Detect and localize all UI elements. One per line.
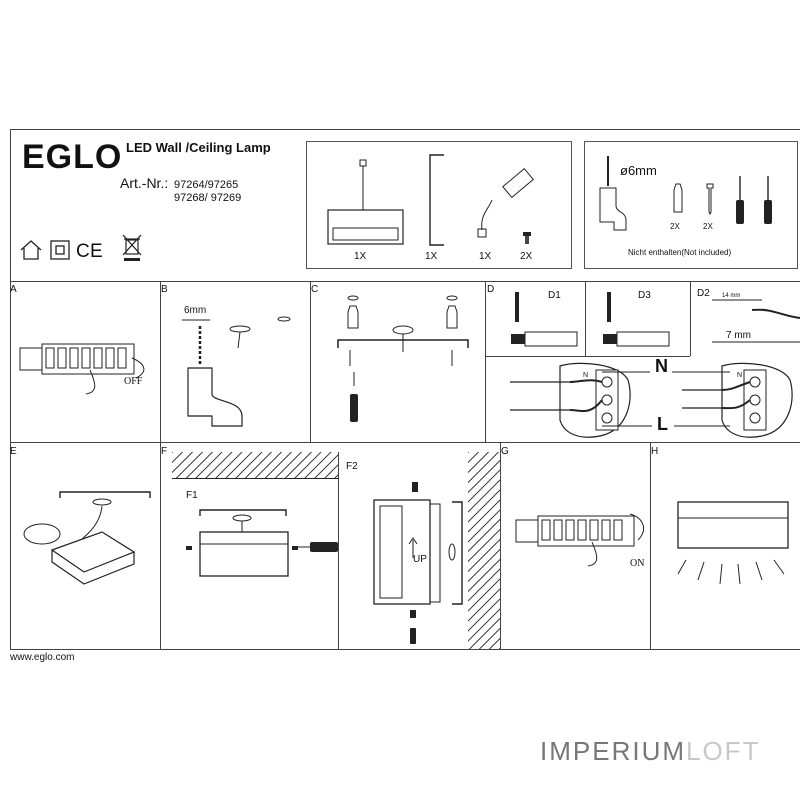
- flat-screwdriver-icon: [736, 176, 744, 224]
- watermark: IMPERIUMLOFT: [540, 736, 760, 767]
- wall-plug-icon: [673, 183, 683, 213]
- step-b-label: B: [161, 284, 168, 295]
- screw-icon: [523, 232, 531, 244]
- step-a-label: A: [10, 284, 17, 295]
- driver-connect-d3-icon: [603, 292, 670, 347]
- driver-icon: [477, 168, 534, 238]
- strip-length-7: 7 mm: [726, 330, 751, 341]
- divider-gh: [650, 442, 651, 649]
- terminal-n-left: N: [583, 372, 589, 379]
- step-f1-label: F1: [186, 490, 198, 501]
- terminal-block-left-icon: [510, 362, 631, 438]
- step-c-label: C: [311, 284, 319, 295]
- step-d-label: D: [487, 284, 495, 295]
- divider-fg: [500, 442, 501, 649]
- label-l: L: [657, 414, 668, 434]
- d-sub-divider-h: [485, 356, 690, 357]
- step-d2-label: D2: [697, 288, 710, 299]
- top-border: [10, 129, 800, 130]
- dowel-qty: 2X: [670, 222, 680, 231]
- step-e-label: E: [10, 446, 17, 457]
- art-label: Art.-Nr.:: [120, 175, 169, 191]
- art-numbers-line1: 97264/97265: [174, 179, 239, 191]
- product-title: LED Wall /Ceiling Lamp: [126, 140, 271, 155]
- up-label: UP: [413, 554, 427, 565]
- drilling-icon: [182, 316, 291, 427]
- breaker-panel-icon: [19, 343, 145, 395]
- ceiling-line: [172, 478, 338, 479]
- part-qty-bracket: 1X: [425, 251, 438, 262]
- parts-box: [306, 141, 572, 269]
- bracket-icon: [429, 154, 444, 246]
- art-numbers-line2: 97268/ 97269: [174, 192, 242, 204]
- terminal-block-right-icon: [682, 362, 793, 438]
- lamp-box-connect-icon: [23, 491, 151, 585]
- header-divider: [10, 281, 800, 282]
- divider-ef: [160, 442, 161, 649]
- wall-mount-icon: [373, 482, 463, 644]
- footer-url[interactable]: www.eglo.com: [10, 652, 75, 663]
- d-sub-divider: [585, 281, 586, 356]
- divider-cd: [485, 281, 486, 442]
- weee-bin-icon: [122, 234, 142, 261]
- d-sub-divider-2: [690, 281, 691, 356]
- step-d3-label: D3: [638, 290, 651, 301]
- part-qty-lamp: 1X: [354, 251, 367, 262]
- class-ii-icon: [50, 240, 70, 260]
- terminal-n-right: N: [737, 372, 743, 379]
- divider-ab: [160, 281, 161, 442]
- f-sub-divider: [338, 452, 339, 649]
- ceiling-mount-icon: [186, 509, 338, 577]
- divider-bc: [310, 281, 311, 442]
- switch-off-text: OFF: [124, 376, 143, 387]
- part-qty-driver: 1X: [479, 251, 492, 262]
- lamp-lit-icon: [677, 501, 789, 585]
- screw-qty: 2X: [703, 222, 713, 231]
- wall-hatch: [468, 452, 500, 649]
- step-h-label: H: [651, 446, 659, 457]
- ceiling-hatch: [172, 452, 338, 478]
- wire-strip-icon: [712, 299, 800, 343]
- left-border: [10, 129, 11, 649]
- ce-mark-icon: C E: [76, 241, 103, 262]
- switch-on-text: ON: [630, 558, 645, 569]
- wall-screw-icon: [706, 183, 714, 216]
- breaker-on-icon: [515, 513, 645, 567]
- indoor-use-icon: [20, 240, 42, 260]
- step-g-label: G: [501, 446, 509, 457]
- lamp-icon: [327, 159, 404, 245]
- step-f2-label: F2: [346, 461, 358, 472]
- driver-connect-d1-icon: [511, 292, 578, 347]
- brand-logo: EGLO: [22, 138, 123, 176]
- watermark-imperium: IMPERIUM: [540, 736, 686, 766]
- svg-text:E: E: [90, 241, 103, 262]
- strip-length-14: 14 mm: [722, 293, 741, 299]
- art-numbers: 97264/97265 97268/ 97269: [174, 179, 241, 205]
- phillips-screwdriver-icon: [764, 176, 772, 224]
- bottom-border: [10, 649, 800, 650]
- drill-icon: [599, 156, 627, 231]
- bracket-mount-icon: [337, 295, 469, 422]
- drill-size: ø6mm: [620, 163, 657, 178]
- drill-dimension: 6mm: [184, 305, 207, 316]
- not-included-note: Nicht enthalten(Not included): [628, 248, 732, 257]
- wiring-arrows-icon: [602, 371, 730, 427]
- step-d1-label: D1: [548, 290, 561, 301]
- tools-box: [584, 141, 798, 269]
- row-divider: [10, 442, 800, 443]
- watermark-loft: LOFT: [686, 736, 761, 766]
- label-n: N: [655, 356, 668, 376]
- svg-text:C: C: [76, 241, 90, 262]
- step-f-label: F: [161, 446, 168, 457]
- part-qty-screw: 2X: [520, 251, 533, 262]
